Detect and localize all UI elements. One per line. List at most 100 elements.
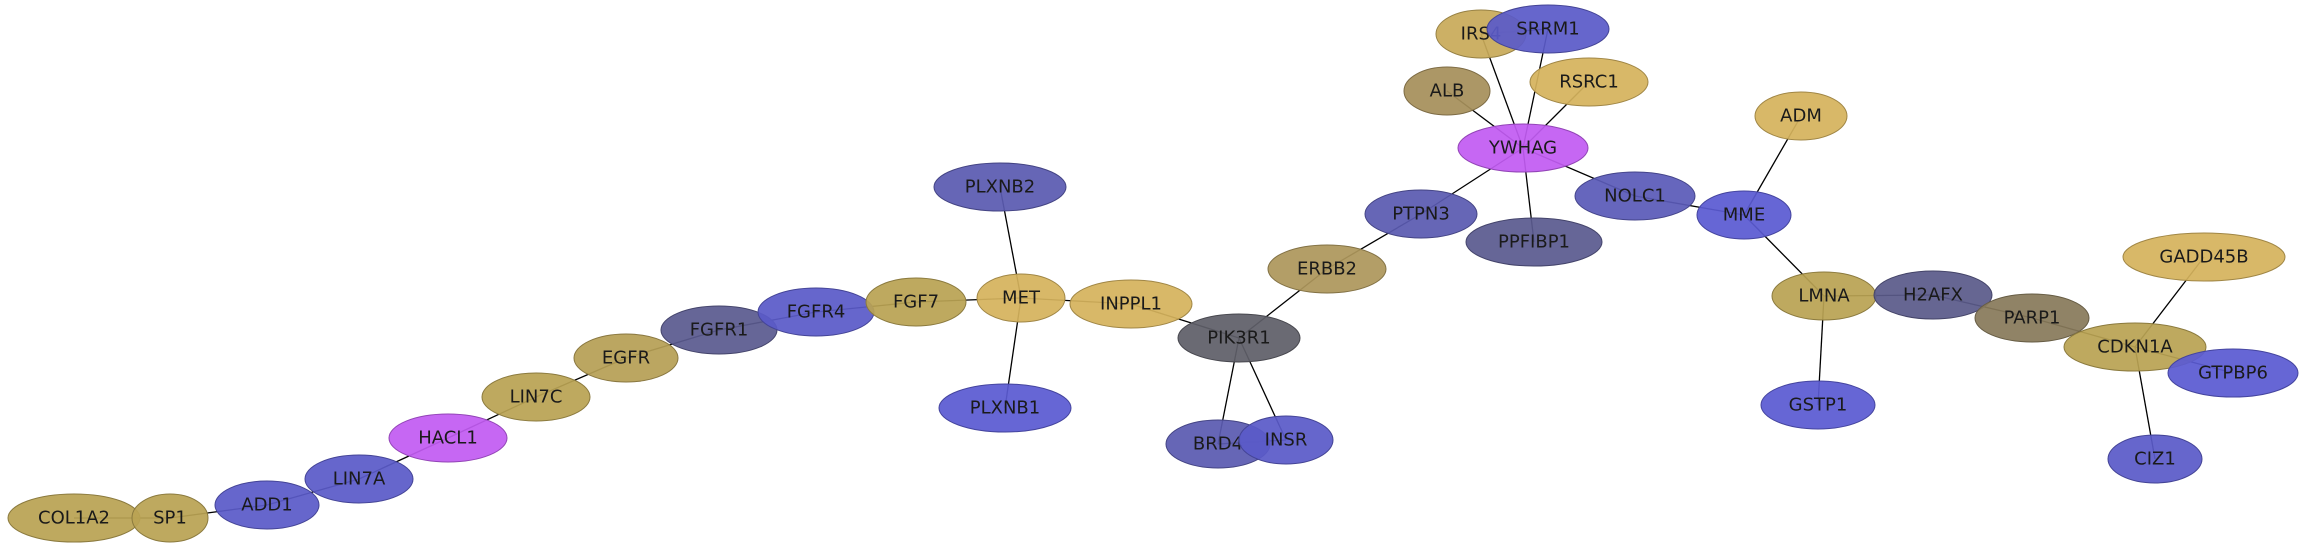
node-label-mme: MME: [1723, 205, 1765, 226]
node-label-gadd45b: GADD45B: [2159, 247, 2248, 268]
node-label-brd4: BRD4: [1193, 434, 1243, 455]
node-label-col1a2: COL1A2: [38, 508, 110, 529]
node-gtpbp6[interactable]: GTPBP6: [2167, 348, 2299, 398]
node-adm[interactable]: ADM: [1754, 91, 1848, 141]
node-label-plxnb2: PLXNB2: [965, 177, 1035, 198]
node-met[interactable]: MET: [976, 273, 1066, 323]
node-mme[interactable]: MME: [1696, 190, 1792, 240]
node-shape-nolc1: [1574, 171, 1696, 221]
node-label-nolc1: NOLC1: [1604, 186, 1666, 207]
node-pik3r1[interactable]: PIK3R1: [1177, 313, 1301, 363]
node-shape-plxnb2: [933, 162, 1067, 212]
node-fgf7[interactable]: FGF7: [865, 277, 967, 327]
node-egfr[interactable]: EGFR: [573, 333, 679, 383]
node-shape-srrm1: [1486, 4, 1610, 54]
node-label-add1: ADD1: [241, 495, 293, 516]
node-label-fgf7: FGF7: [893, 292, 939, 313]
node-shape-met: [976, 273, 1066, 323]
node-shape-sp1: [131, 493, 209, 543]
node-lin7c[interactable]: LIN7C: [481, 372, 591, 422]
node-label-pik3r1: PIK3R1: [1207, 328, 1270, 349]
node-gadd45b[interactable]: GADD45B: [2122, 232, 2286, 282]
node-label-ppfibp1: PPFIBP1: [1498, 232, 1570, 253]
node-label-hacl1: HACL1: [418, 428, 478, 449]
node-plxnb1[interactable]: PLXNB1: [938, 383, 1072, 433]
node-label-alb: ALB: [1430, 81, 1465, 102]
node-col1a2[interactable]: COL1A2: [7, 493, 141, 543]
node-shape-gstp1: [1760, 380, 1876, 430]
node-shape-ptpn3: [1364, 189, 1478, 239]
node-shape-lin7c: [481, 372, 591, 422]
node-label-h2afx: H2AFX: [1903, 285, 1963, 306]
node-gstp1[interactable]: GSTP1: [1760, 380, 1876, 430]
node-shape-gtpbp6: [2167, 348, 2299, 398]
node-ptpn3[interactable]: PTPN3: [1364, 189, 1478, 239]
node-label-plxnb1: PLXNB1: [970, 398, 1040, 419]
node-rsrc1[interactable]: RSRC1: [1529, 57, 1649, 107]
node-label-cdkn1a: CDKN1A: [2097, 337, 2173, 358]
node-shape-add1: [214, 480, 320, 530]
node-label-erbb2: ERBB2: [1297, 259, 1357, 280]
node-shape-alb: [1403, 66, 1491, 116]
node-ciz1[interactable]: CIZ1: [2107, 434, 2203, 484]
node-nolc1[interactable]: NOLC1: [1574, 171, 1696, 221]
node-shape-plxnb1: [938, 383, 1072, 433]
node-lmna[interactable]: LMNA: [1771, 271, 1877, 321]
node-label-ywhag: YWHAG: [1488, 138, 1557, 159]
node-label-inppl1: INPPL1: [1100, 294, 1162, 315]
node-add1[interactable]: ADD1: [214, 480, 320, 530]
node-inppl1[interactable]: INPPL1: [1069, 279, 1193, 329]
node-label-gstp1: GSTP1: [1789, 395, 1848, 416]
node-ywhag[interactable]: YWHAG: [1457, 123, 1589, 173]
node-shape-insr: [1238, 415, 1334, 465]
node-plxnb2[interactable]: PLXNB2: [933, 162, 1067, 212]
node-srrm1[interactable]: SRRM1: [1486, 4, 1610, 54]
node-shape-erbb2: [1267, 244, 1387, 294]
node-label-ciz1: CIZ1: [2134, 449, 2176, 470]
node-parp1[interactable]: PARP1: [1974, 293, 2090, 343]
node-shape-adm: [1754, 91, 1848, 141]
node-label-met: MET: [1002, 288, 1041, 309]
node-shape-cdkn1a: [2063, 322, 2207, 372]
node-label-lin7c: LIN7C: [510, 387, 563, 408]
node-shape-lin7a: [304, 454, 414, 504]
node-label-gtpbp6: GTPBP6: [2198, 363, 2268, 384]
node-label-insr: INSR: [1265, 430, 1308, 451]
node-label-srrm1: SRRM1: [1516, 19, 1579, 40]
node-label-ptpn3: PTPN3: [1392, 204, 1450, 225]
node-ppfibp1[interactable]: PPFIBP1: [1465, 217, 1603, 267]
node-erbb2[interactable]: ERBB2: [1267, 244, 1387, 294]
node-label-egfr: EGFR: [602, 348, 650, 369]
node-hacl1[interactable]: HACL1: [388, 413, 508, 463]
node-shape-pik3r1: [1177, 313, 1301, 363]
node-h2afx[interactable]: H2AFX: [1873, 270, 1993, 320]
node-shape-ciz1: [2107, 434, 2203, 484]
node-label-lin7a: LIN7A: [333, 469, 386, 490]
node-shape-inppl1: [1069, 279, 1193, 329]
node-sp1[interactable]: SP1: [131, 493, 209, 543]
node-shape-ppfibp1: [1465, 217, 1603, 267]
node-label-fgfr4: FGFR4: [787, 302, 846, 323]
node-label-rsrc1: RSRC1: [1559, 72, 1619, 93]
node-shape-parp1: [1974, 293, 2090, 343]
node-label-lmna: LMNA: [1798, 286, 1850, 307]
node-label-fgfr1: FGFR1: [690, 320, 749, 341]
node-fgfr4[interactable]: FGFR4: [757, 287, 875, 337]
node-shape-egfr: [573, 333, 679, 383]
node-lin7a[interactable]: LIN7A: [304, 454, 414, 504]
node-shape-mme: [1696, 190, 1792, 240]
node-shape-ywhag: [1457, 123, 1589, 173]
node-cdkn1a[interactable]: CDKN1A: [2063, 322, 2207, 372]
node-label-parp1: PARP1: [2004, 308, 2061, 329]
node-shape-fgf7: [865, 277, 967, 327]
node-insr[interactable]: INSR: [1238, 415, 1334, 465]
node-shape-h2afx: [1873, 270, 1993, 320]
nodes-layer: COL1A2 SP1 ADD1 LIN7A HACL1 LIN7C EGFR FGFR1 FGF…: [7, 4, 2299, 543]
node-shape-gadd45b: [2122, 232, 2286, 282]
node-shape-hacl1: [388, 413, 508, 463]
node-label-adm: ADM: [1780, 106, 1822, 127]
node-shape-rsrc1: [1529, 57, 1649, 107]
node-label-sp1: SP1: [153, 508, 187, 529]
node-alb[interactable]: ALB: [1403, 66, 1491, 116]
